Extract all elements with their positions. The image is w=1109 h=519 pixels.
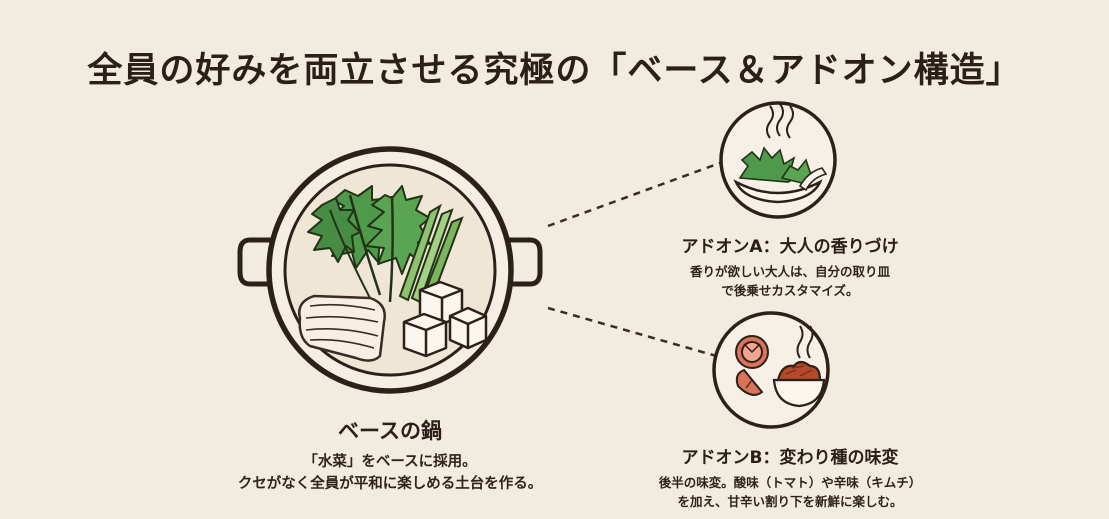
tofu-icon [402,280,488,358]
steam-icon [796,325,814,359]
addon-b-line-1: 後半の味変。酸味（トマト）や辛味（キムチ） [658,475,922,490]
addon-a-illustration [719,101,837,219]
addon-b-caption: アドオンB：変わり種の味変 後半の味変。酸味（トマト）や辛味（キムチ） を加え、… [600,443,980,511]
nabe-pot-icon [237,146,543,394]
page-title: 全員の好みを両立させる究極の「ベース＆アドオン構造」 [87,50,1022,91]
connector-b [547,306,721,359]
addon-b-line-2: を加え、甘辛い割り下を新鮮に楽しむ。 [677,494,903,509]
tomato-icon [735,335,769,396]
base-line-1: 「水菜」をベースに採用。 [303,454,477,470]
base-caption: ベースの鍋 「水菜」をベースに採用。 クセがなく全員が平和に楽しめる土台を作る。 [190,415,590,495]
kimchi-bowl-icon [772,360,826,408]
addon-a-heading: アドオンA：大人の香りづけ [681,237,899,257]
addon-a-line-2: で後乗せカスタマイズ。 [721,283,859,298]
addon-a-line-1: 香りが欲しい大人は、自分の取り皿 [689,264,890,279]
base-heading: ベースの鍋 [338,419,442,443]
green-onion-icon [398,203,464,306]
base-line-2: クセがなく全員が平和に楽しめる土台を作る。 [237,476,543,492]
addon-b-heading: アドオンB：変わり種の味変 [681,448,899,468]
addon-b-illustration [712,311,830,429]
sliced-meat-icon [298,294,386,362]
steam-icon [766,103,794,139]
herb-plate-icon [733,146,828,204]
addon-a-caption: アドオンA：大人の香りづけ 香りが欲しい大人は、自分の取り皿 で後乗せカスタマイ… [600,232,980,300]
connector-a [547,161,721,228]
